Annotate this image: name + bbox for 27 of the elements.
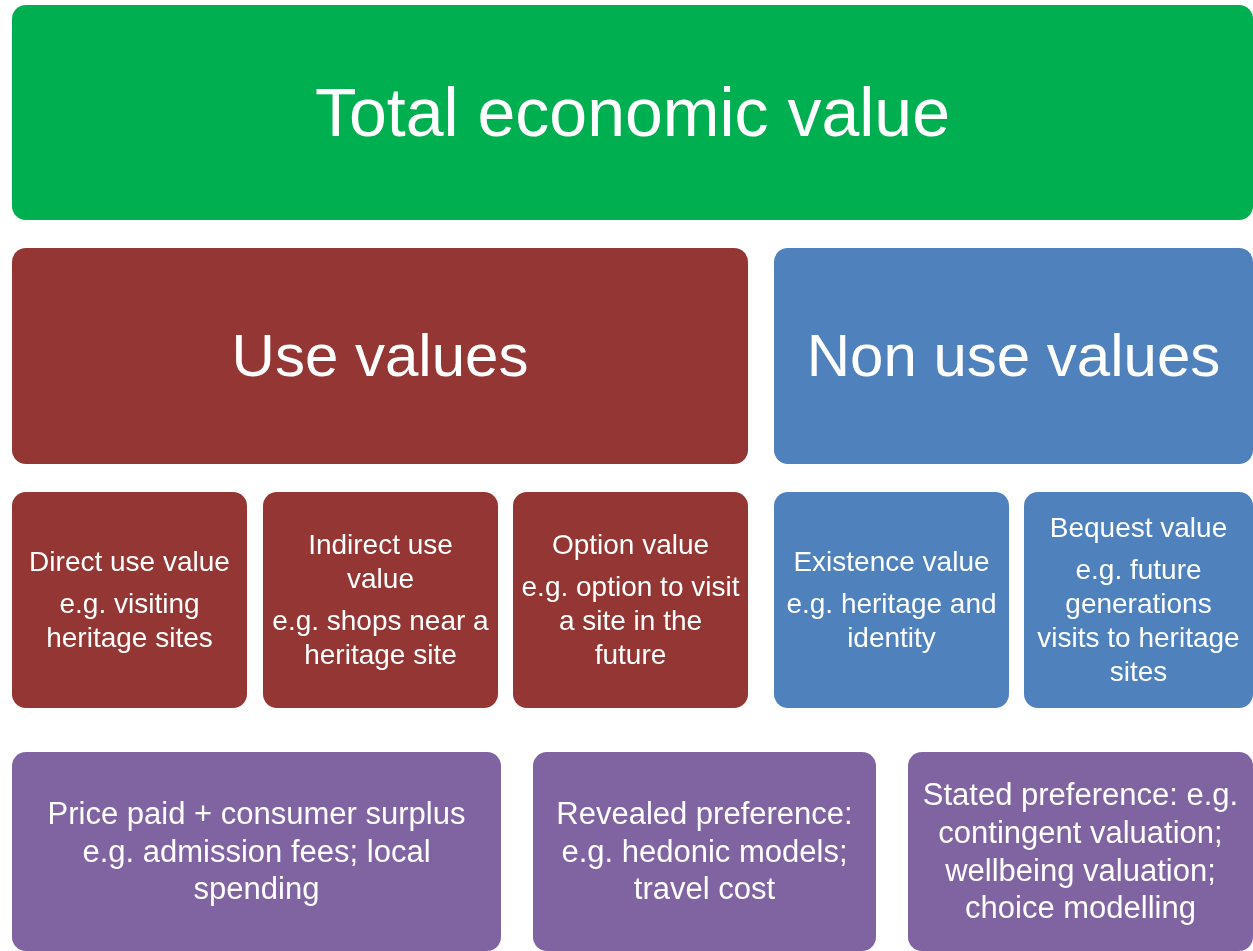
box-heading: Revealed preference: e.g. hedonic models; travel cost xyxy=(555,794,854,909)
box-text: e.g. future generations visits to heritage sites xyxy=(1036,552,1241,690)
box-heading: Indirect use value xyxy=(307,527,454,596)
value-box xyxy=(263,492,498,708)
value-box xyxy=(774,492,1009,708)
method-box xyxy=(12,752,501,951)
category-box xyxy=(12,248,748,464)
box-heading: Bequest value xyxy=(1049,510,1228,545)
box-heading: Stated preference: e.g. contingent valuation; wellbeing valuation; choice modelling xyxy=(921,775,1240,928)
box-heading: Option value xyxy=(551,527,710,562)
top-banner xyxy=(12,5,1253,220)
category-box xyxy=(774,248,1253,464)
value-box xyxy=(513,492,748,708)
box-heading: Use values xyxy=(231,321,529,392)
value-box xyxy=(12,492,247,708)
box-text: e.g. shops near a heritage site xyxy=(271,604,490,673)
method-box xyxy=(908,752,1253,951)
box-heading: Price paid + consumer surplus e.g. admission fees; local spending xyxy=(46,794,467,909)
method-box xyxy=(533,752,876,951)
box-heading: Existence value xyxy=(793,544,990,579)
box-heading: Total economic value xyxy=(315,73,950,152)
box-text: e.g. visiting heritage sites xyxy=(45,586,214,656)
box-heading: Direct use value xyxy=(29,544,230,579)
box-heading: Non use values xyxy=(806,321,1221,392)
box-text: e.g. heritage and identity xyxy=(785,586,998,656)
box-text: e.g. option to visit a site in the future xyxy=(521,569,740,673)
value-box xyxy=(1024,492,1253,708)
